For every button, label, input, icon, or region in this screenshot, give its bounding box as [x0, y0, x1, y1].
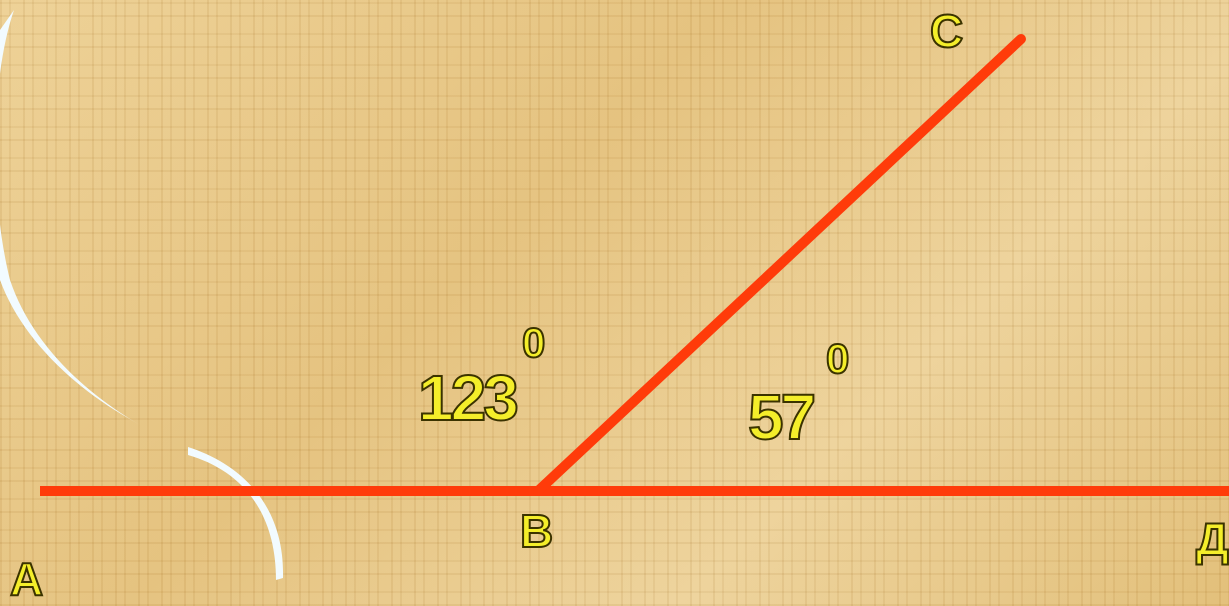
ray-bc: [533, 34, 1026, 496]
point-label-d: Д: [1195, 513, 1229, 565]
point-label-a: A: [9, 553, 44, 605]
decorative-arc-lower: [188, 447, 284, 580]
degree-sign-acute: 0: [825, 335, 850, 382]
degree-sign-obtuse: 0: [521, 319, 546, 366]
angle-value-obtuse: 123: [417, 362, 520, 434]
decorative-arc: [0, 10, 140, 425]
point-label-c: C: [929, 5, 964, 57]
angle-value-acute: 57: [747, 381, 817, 453]
point-label-b: B: [519, 505, 554, 557]
